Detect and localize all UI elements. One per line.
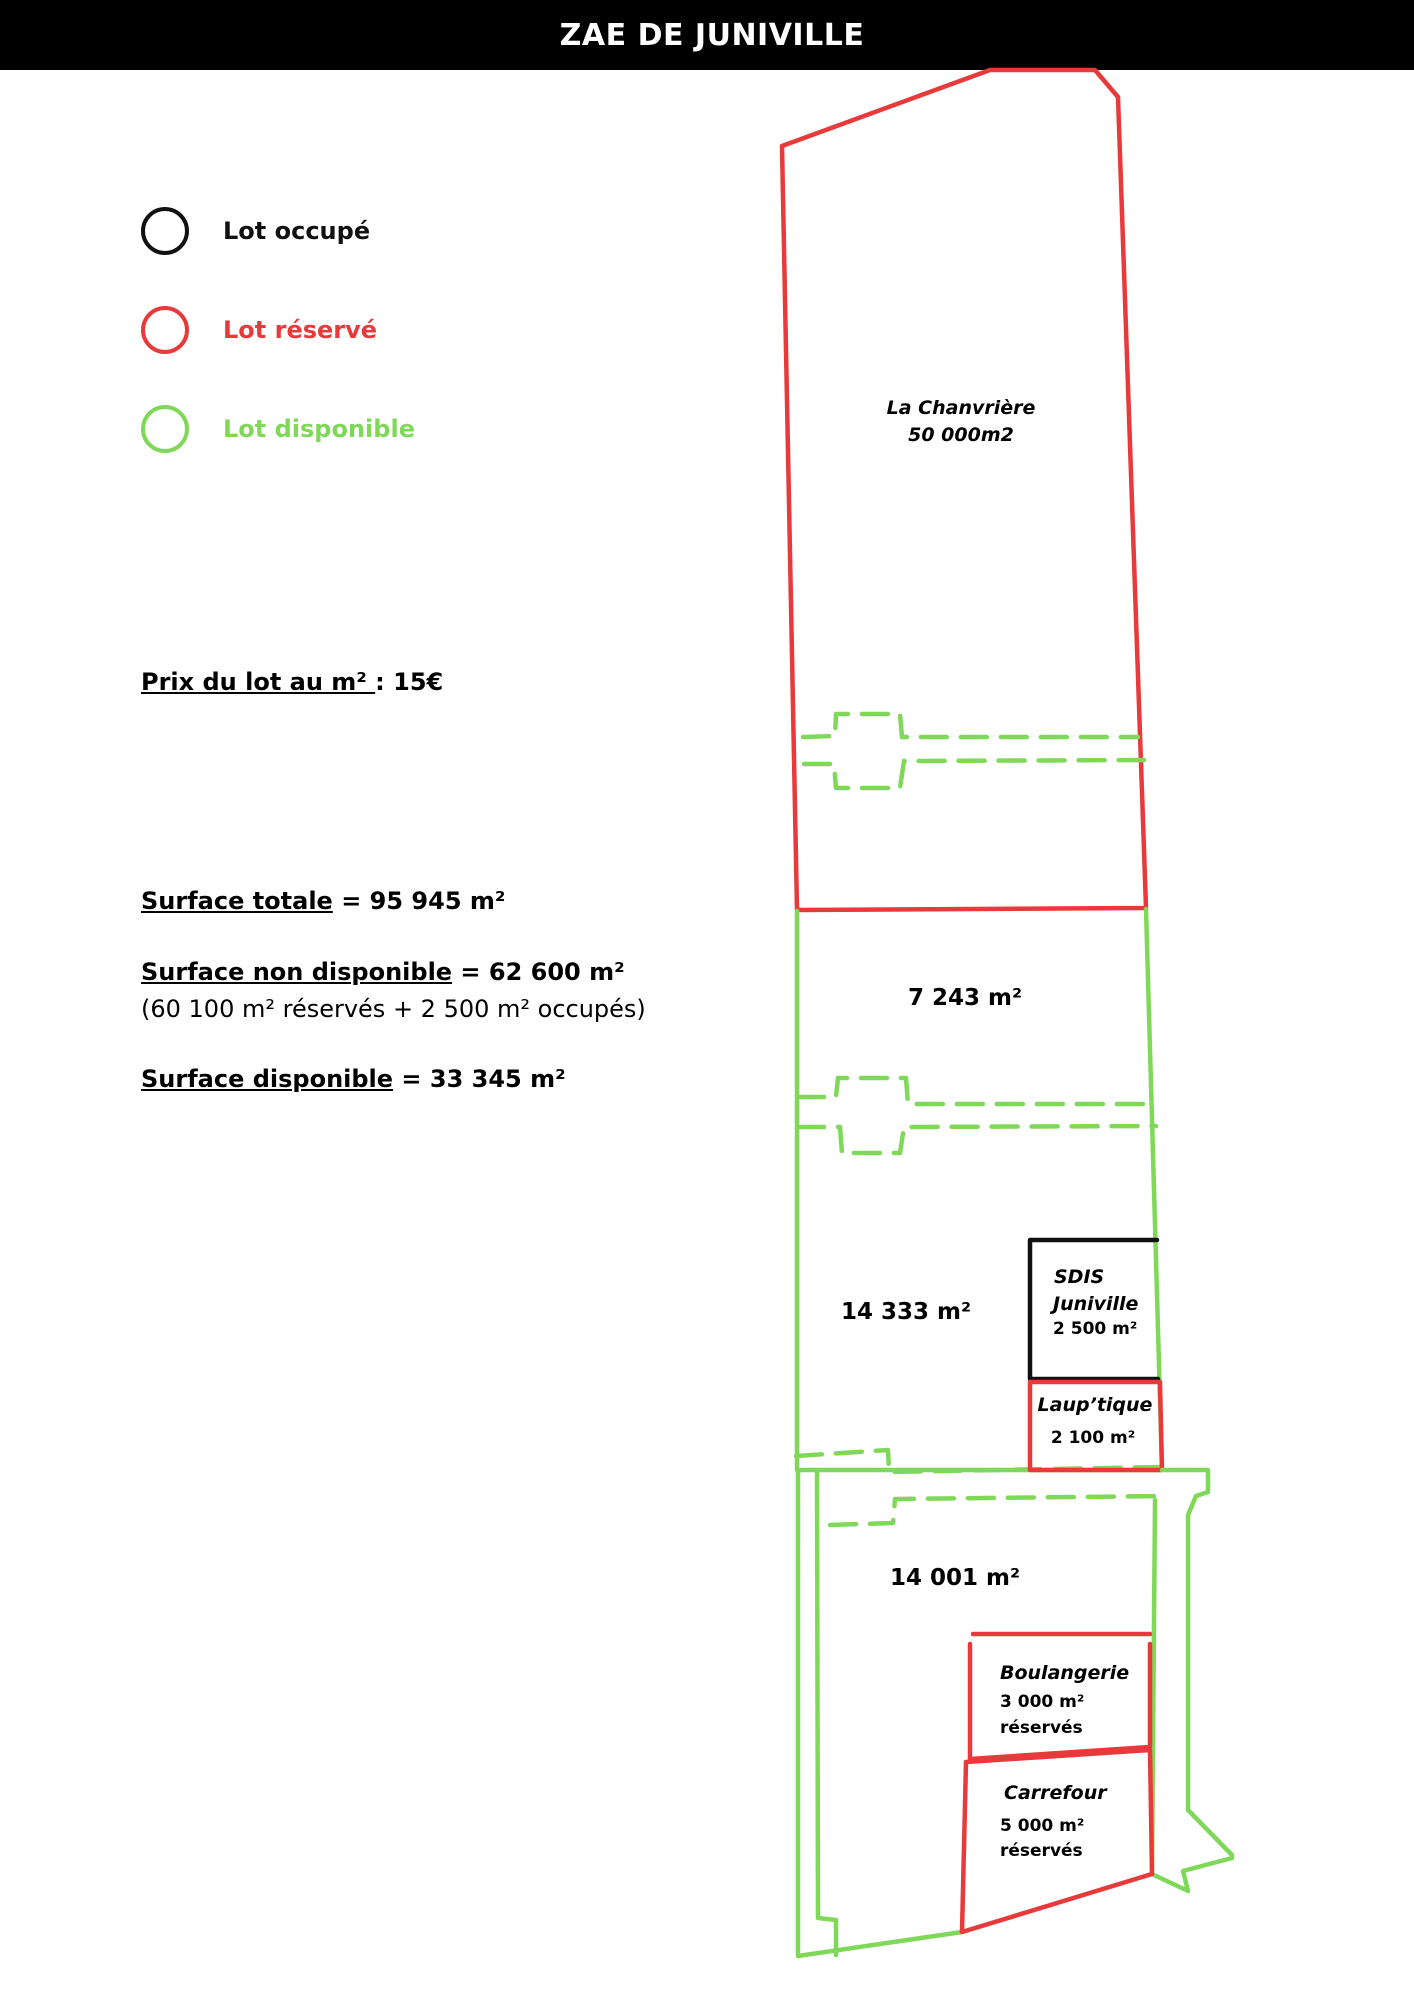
lot-carrefour-boundary: [959, 1747, 1155, 1935]
surface-total-value: = 95 945 m²: [332, 887, 506, 915]
price-label: Prix du lot au m²: [141, 668, 376, 696]
surface-disponible-value: = 33 345 m²: [393, 1065, 566, 1093]
lot-sdis-area: 2 500 m²: [1053, 1319, 1137, 1339]
lot-chanvriere-name: La Chanvrière: [887, 397, 1036, 419]
surface-non-disponible-label: Surface non disponible: [141, 958, 453, 986]
page-title: ZAE DE JUNIVILLE: [559, 17, 865, 53]
price-line: Prix du lot au m² : 15€: [141, 668, 443, 696]
lot-14333-area: 14 333 m²: [841, 1299, 971, 1325]
legend-label-occupied: Lot occupé: [223, 217, 371, 245]
lot-carrefour-area: 5 000 m²: [1000, 1816, 1084, 1836]
legend-label-reserved: Lot réservé: [223, 316, 378, 344]
legend-circle-occupied-icon: [141, 207, 189, 255]
lot-sdis-boundary: [1027, 1237, 1161, 1382]
lot-boulangerie-boundary: [967, 1641, 1153, 1762]
lot-carrefour-note: réservés: [1000, 1841, 1083, 1861]
lot-14001-right-edge: [1149, 1467, 1235, 1894]
lot-boulangerie-name: Boulangerie: [1000, 1662, 1129, 1684]
surface-disponible-label: Surface disponible: [141, 1065, 394, 1093]
legend-circle-reserved-icon: [141, 306, 189, 354]
lot-7243-14333-boundary: [794, 906, 1165, 1473]
access-road-lower: [793, 1447, 1169, 1528]
lot-boulangerie-note: réservés: [1000, 1718, 1083, 1738]
lot-lauptique-area: 2 100 m²: [1051, 1428, 1135, 1448]
surface-disponible-line: Surface disponible = 33 345 m²: [141, 1065, 566, 1093]
header-bar: ZAE DE JUNIVILLE: [0, 0, 1414, 70]
lot-chanvriere-area: 50 000m2: [908, 424, 1014, 446]
legend-label-available: Lot disponible: [223, 415, 415, 443]
surface-non-disponible-line: Surface non disponible = 62 600 m²: [141, 958, 625, 986]
surface-total-line: Surface totale = 95 945 m²: [141, 887, 505, 915]
lot-carrefour-name: Carrefour: [1004, 1782, 1108, 1804]
lot-boulangerie-area: 3 000 m²: [1000, 1692, 1084, 1712]
lot-sdis-name-line2: Juniville: [1049, 1293, 1139, 1315]
legend-item-reserved: Lot réservé: [141, 306, 377, 354]
lot-14001-boundary: [795, 1467, 965, 1959]
surface-non-disponible-detail: (60 100 m² réservés + 2 500 m² occupés): [141, 995, 646, 1023]
legend-circle-available-icon: [141, 405, 189, 453]
legend-item-available: Lot disponible: [141, 405, 415, 453]
lot-7243-area: 7 243 m²: [908, 985, 1022, 1011]
lot-sdis-name-line1: SDIS: [1054, 1266, 1104, 1288]
surface-non-disponible-value: = 62 600 m²: [452, 958, 625, 986]
lot-14001-inner-left: [814, 1467, 839, 1958]
lot-14001-area: 14 001 m²: [890, 1565, 1020, 1591]
legend-item-occupied: Lot occupé: [141, 207, 370, 255]
access-road-upper: [800, 711, 1147, 791]
price-value: : 15€: [375, 668, 444, 696]
lot-lauptique-name: Laup’tique: [1038, 1394, 1153, 1416]
access-road-middle: [795, 1075, 1159, 1156]
surface-total-label: Surface totale: [141, 887, 333, 915]
